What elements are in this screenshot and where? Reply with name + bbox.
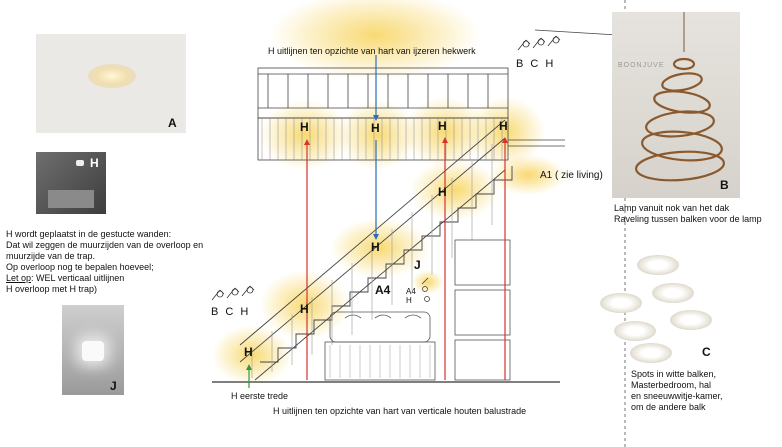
desc-line-5: Let op: WEL verticaal uitlijnen (6, 273, 256, 284)
label-c: C (702, 345, 711, 359)
spots-caption-line-4: om de andere balk (631, 402, 706, 412)
group-top-h: H (545, 58, 554, 70)
group-left-b: B (211, 306, 219, 318)
group-left-c: C (225, 306, 234, 318)
lamp-caption-line-1: Lamp vanuit nok van het dak (614, 203, 730, 213)
light-glows (212, 0, 566, 385)
lamp-symbols-left (211, 285, 255, 301)
desc-line-4: Op overloop nog te bepalen hoeveel; (6, 262, 154, 272)
marker-h-5: H (438, 185, 447, 199)
group-top-b: B (516, 58, 524, 70)
lamp-group-top-labels: B C H (516, 58, 553, 70)
spots-caption: Spots in witte balken, Masterbedroom, ha… (631, 369, 723, 413)
group-top-c: C (530, 58, 539, 70)
label-b: B (720, 178, 729, 192)
small-label-h: H (406, 296, 412, 305)
marker-h-8: H (244, 345, 253, 359)
group-left-h: H (240, 306, 249, 318)
label-h-photo: H (90, 156, 99, 170)
spots-caption-line-2: Masterbedroom, hal (631, 380, 712, 390)
h-placement-description: H wordt geplaatst in de gestucte wanden:… (6, 229, 256, 295)
small-label-a4: A4 (406, 287, 416, 296)
lamp-symbols-top (517, 35, 561, 51)
photo-pendant-lamp-b: BOONJUVE B (612, 12, 740, 198)
desc-line-6: H overloop met H trap) (6, 284, 98, 294)
first-step-label: H eerste trede (231, 391, 289, 401)
desc-line-5-rest: : WEL verticaal uitlijnen (31, 273, 125, 283)
desc-line-1: H wordt geplaatst in de gestucte wanden: (6, 229, 172, 239)
lamp-caption-line-2: Raveling tussen balken voor de lamp (614, 214, 762, 224)
pendant-lamp-drawing (634, 12, 726, 182)
let-op-label: Let op (6, 273, 32, 283)
upper-railing (257, 67, 565, 161)
marker-h-7: H (300, 302, 309, 316)
photo-wall-light-h: H (36, 152, 106, 214)
label-a: A (168, 116, 177, 130)
top-annotation: H uitlijnen ten opzichte van hart van ij… (268, 46, 476, 56)
under-stair-furniture (324, 239, 511, 381)
marker-h-3: H (438, 119, 447, 133)
lamp-caption: Lamp vanuit nok van het dak Raveling tus… (614, 203, 762, 225)
living-label: A1 ( zie living) (540, 170, 603, 181)
lamp-brand-watermark: BOONJUVE (618, 62, 665, 69)
spots-illustration-c: C (600, 255, 720, 365)
marker-h-6: H (371, 240, 380, 254)
photo-recessed-spot-a: A (36, 34, 186, 133)
stair-structure (212, 119, 560, 383)
photo-wall-light-j: J (62, 305, 124, 395)
spots-caption-line-3: en sneeuwwitje-kamer, (631, 391, 723, 401)
lamp-group-left-labels: B C H (211, 306, 248, 318)
marker-j: J (414, 258, 421, 272)
marker-h-2: H (371, 121, 380, 135)
label-j-photo: J (110, 379, 117, 393)
desc-line-3: muurzijde van de trap. (6, 251, 96, 261)
marker-h-4: H (499, 119, 508, 133)
marker-h-1: H (300, 120, 309, 134)
red-alignment-arrows (304, 137, 508, 380)
spots-caption-line-1: Spots in witte balken, (631, 369, 717, 379)
marker-a4: A4 (375, 283, 391, 297)
bottom-annotation: H uitlijnen ten opzichte van hart van ve… (273, 406, 527, 416)
small-lamp-symbols (421, 277, 430, 302)
desc-line-2: Dat wil zeggen de muurzijden van de over… (6, 240, 204, 250)
small-lamp-group-labels: A4 H (406, 287, 416, 305)
